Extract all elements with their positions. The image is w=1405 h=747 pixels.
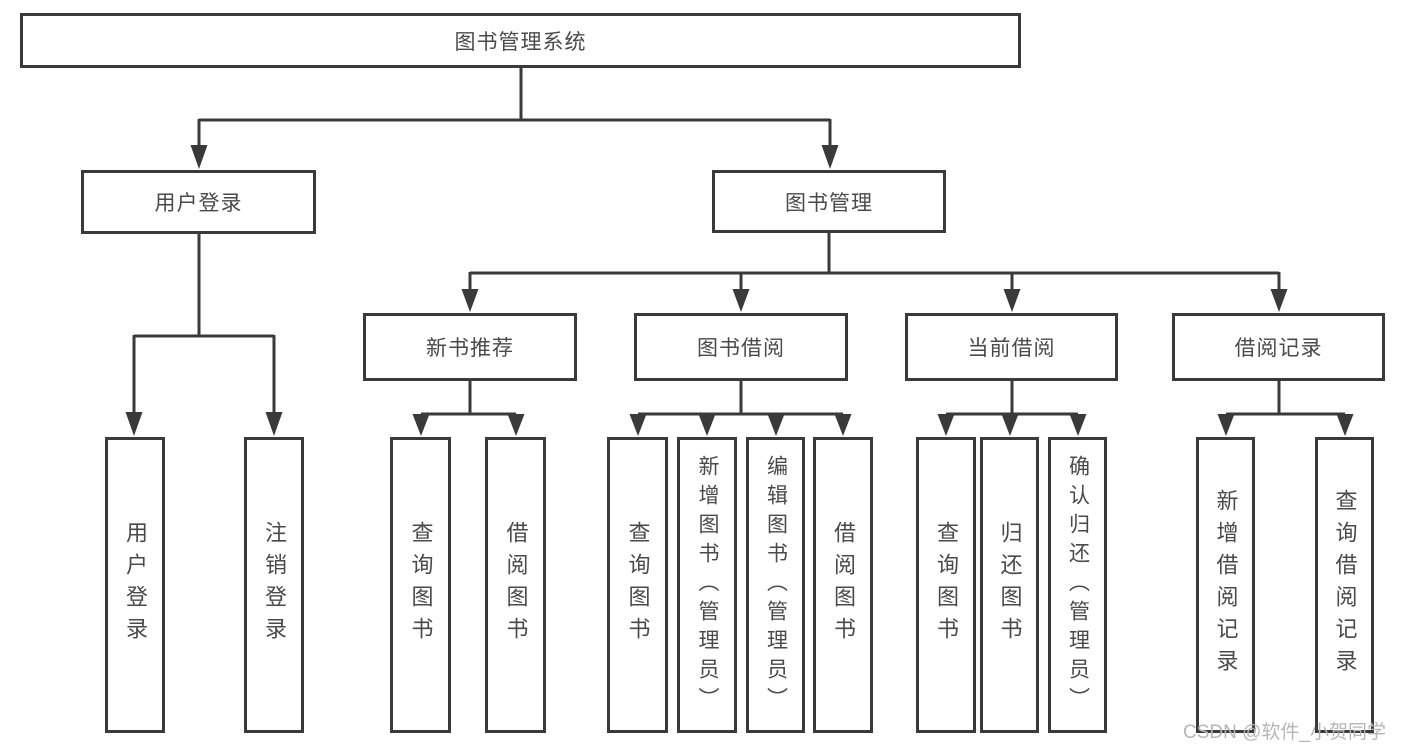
node-book-management: 图书管理 (712, 170, 946, 233)
leaf-query-borrow-record: 查询借阅记录 (1315, 437, 1374, 733)
node-borrow-records: 借阅记录 (1172, 313, 1385, 381)
leaf-add-books-admin: 新增图书（管理员） (677, 437, 737, 733)
node-user-login: 用户登录 (81, 170, 316, 234)
leaf-logout-login-label: 注销登录 (262, 521, 287, 649)
leaf-query-books-current-label: 查询图书 (934, 521, 959, 649)
node-library-system-label: 图书管理系统 (454, 30, 587, 54)
node-user-login-label: 用户登录 (154, 192, 243, 215)
node-new-book-recommend: 新书推荐 (363, 313, 577, 381)
leaf-add-books-admin-label: 新增图书（管理员） (696, 454, 719, 716)
leaf-confirm-return-admin: 确认归还（管理员） (1048, 437, 1107, 733)
leaf-logout-login: 注销登录 (244, 437, 304, 733)
leaf-query-books-recommend-label: 查询图书 (408, 521, 434, 649)
leaf-edit-books-admin-label: 编辑图书（管理员） (764, 454, 788, 716)
leaf-borrow-books-recommend: 借阅图书 (485, 437, 546, 733)
leaf-borrow-books-borrow-label: 借阅图书 (831, 521, 856, 649)
node-borrow-records-label: 借阅记录 (1234, 337, 1323, 360)
node-library-system: 图书管理系统 (20, 13, 1021, 68)
node-current-borrow-label: 当前借阅 (967, 337, 1056, 360)
leaf-query-books-recommend: 查询图书 (390, 437, 451, 733)
leaf-borrow-books-recommend-label: 借阅图书 (503, 521, 529, 649)
watermark: CSDN @软件_小贺同学 (1183, 722, 1386, 743)
leaf-confirm-return-admin-label: 确认归还（管理员） (1066, 454, 1090, 716)
leaf-query-books-borrow: 查询图书 (607, 437, 668, 733)
node-book-borrow: 图书借阅 (634, 313, 848, 381)
leaf-return-books-label: 归还图书 (997, 521, 1023, 649)
leaf-user-login-label: 用户登录 (123, 521, 148, 649)
node-book-borrow-label: 图书借阅 (697, 337, 785, 360)
leaf-query-borrow-record-label: 查询借阅记录 (1332, 489, 1358, 681)
leaf-user-login: 用户登录 (105, 437, 165, 733)
leaf-query-books-current: 查询图书 (916, 437, 976, 733)
node-book-management-label: 图书管理 (785, 191, 873, 215)
leaf-add-borrow-record-label: 新增借阅记录 (1213, 489, 1239, 681)
node-current-borrow: 当前借阅 (905, 313, 1118, 381)
leaf-query-books-borrow-label: 查询图书 (625, 521, 651, 649)
leaf-edit-books-admin: 编辑图书（管理员） (746, 437, 805, 733)
leaf-return-books: 归还图书 (980, 437, 1039, 733)
leaf-borrow-books-borrow: 借阅图书 (813, 437, 873, 733)
node-new-book-recommend-label: 新书推荐 (426, 337, 514, 360)
leaf-add-borrow-record: 新增借阅记录 (1196, 437, 1255, 733)
